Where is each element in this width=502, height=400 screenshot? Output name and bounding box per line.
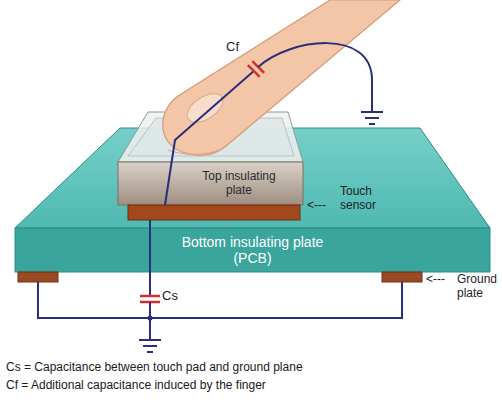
node-text: Top insulating plate	[191, 170, 287, 198]
caption-note: Cf = Additional capacitance induced by t…	[6, 378, 266, 392]
part-label: Ground plate	[457, 272, 500, 300]
caption-note: Cs = Capacitance between touch pad and g…	[6, 360, 303, 374]
wire-junction	[148, 316, 153, 321]
part-label: Touch sensor	[340, 184, 386, 212]
ground-plate	[382, 272, 422, 282]
ground-symbol	[361, 111, 383, 113]
finger	[163, 0, 400, 155]
pcb-plate-box: Bottom insulating plate (PCB)	[15, 228, 490, 272]
ground-symbol	[143, 345, 157, 347]
capacitor-plate	[140, 295, 160, 298]
sensor-wire	[149, 220, 151, 296]
capacitor-label: Cf	[226, 40, 239, 54]
capacitor-label: Cs	[162, 289, 178, 303]
ground-symbol	[369, 123, 375, 125]
finger-pad-crease	[168, 149, 222, 154]
sensor-wire	[149, 302, 151, 340]
pcb-front-face	[15, 228, 490, 272]
ground-plate	[18, 272, 58, 282]
glass-front-face	[118, 162, 303, 205]
fingernail	[182, 88, 228, 128]
ground-symbol	[147, 351, 153, 353]
node-text: Bottom insulating plate (PCB)	[178, 234, 328, 266]
touch-sensor-pad	[128, 205, 300, 220]
pointer-arrow-text: <---	[426, 272, 445, 286]
ground-symbol	[365, 117, 379, 119]
finger-wire	[258, 43, 372, 112]
insulating-plate-box: Top insulating plate	[175, 162, 303, 205]
pointer-arrow-text: <---	[307, 198, 326, 212]
ground-wire	[38, 282, 402, 318]
ground-symbol	[139, 339, 161, 341]
